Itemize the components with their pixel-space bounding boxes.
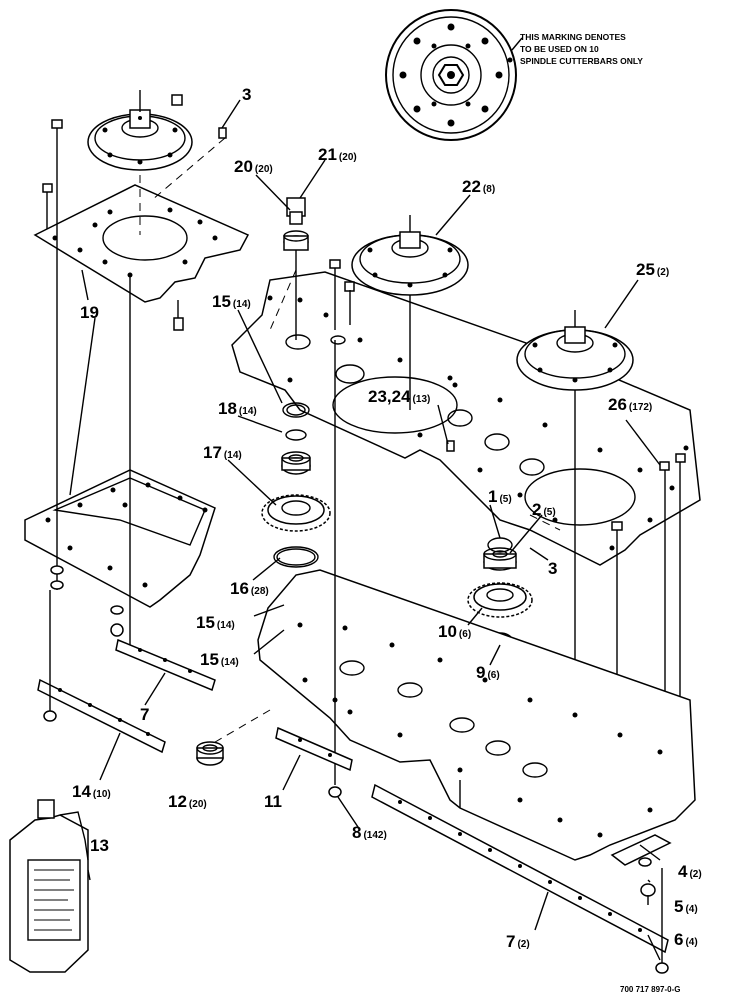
callout-11: 11	[264, 792, 282, 811]
callout-22: 22(8)	[462, 177, 495, 196]
callout-4: 4(2)	[678, 862, 702, 881]
note-line-3: SPINDLE CUTTERBARS ONLY	[520, 56, 643, 66]
seal-12	[196, 741, 224, 766]
callout-12: 12(20)	[168, 792, 207, 811]
callout-26: 26(172)	[608, 395, 652, 414]
callout-6: 6(4)	[674, 930, 698, 949]
callout-14: 14(10)	[72, 782, 111, 801]
callout-2: 2(5)	[532, 500, 556, 519]
callout-8: 8(142)	[352, 823, 387, 842]
long-strip-7	[371, 783, 669, 954]
callout-15-lower: 15(14)	[200, 650, 239, 669]
callout-15-upper: 15(14)	[212, 292, 251, 311]
callout-15-middle: 15(14)	[196, 613, 235, 632]
callout-23-24: 23,24(13)	[368, 387, 430, 406]
left-lower-plate	[24, 222, 216, 650]
callout-1: 1(5)	[488, 487, 512, 506]
main-lower-plate	[257, 340, 696, 861]
callout-7-left: 7	[140, 705, 149, 724]
main-upper-plate	[231, 259, 701, 566]
drawing-code: 700 717 897-0-G	[620, 985, 681, 994]
callout-17: 17(14)	[203, 443, 242, 462]
note-line-1: THIS MARKING DENOTES	[520, 32, 626, 42]
callout-18: 18(14)	[218, 399, 257, 418]
callout-10: 10(6)	[438, 622, 471, 641]
callout-21: 21(20)	[318, 145, 357, 164]
spindle-inset-drawing	[385, 9, 523, 141]
left-strips	[37, 590, 216, 754]
note-line-2: TO BE USED ON 10	[520, 44, 599, 54]
callout-16: 16(28)	[230, 579, 269, 598]
leader-lines	[69, 99, 661, 961]
parts-4-5-6	[459, 780, 672, 974]
callout-7-right: 7(2)	[506, 932, 530, 951]
callout-9: 9(6)	[476, 663, 500, 682]
oil-container-13	[9, 799, 89, 973]
callout-5: 5(4)	[674, 897, 698, 916]
spindle-22	[351, 215, 469, 410]
left-gear-stack	[261, 402, 331, 660]
cap-screw-and-seal	[283, 197, 309, 340]
callout-25: 25(2)	[636, 260, 669, 279]
strip-11	[275, 726, 353, 772]
spindle-25	[516, 310, 634, 830]
callout-20: 20(20)	[234, 157, 273, 176]
top-left-spindle-assembly	[33, 90, 250, 331]
callout-19: 19	[80, 303, 99, 322]
callout-13: 13	[90, 836, 109, 855]
callout-3-right: 3	[548, 559, 557, 578]
center-lines	[139, 137, 561, 746]
callout-3-top: 3	[242, 85, 251, 104]
